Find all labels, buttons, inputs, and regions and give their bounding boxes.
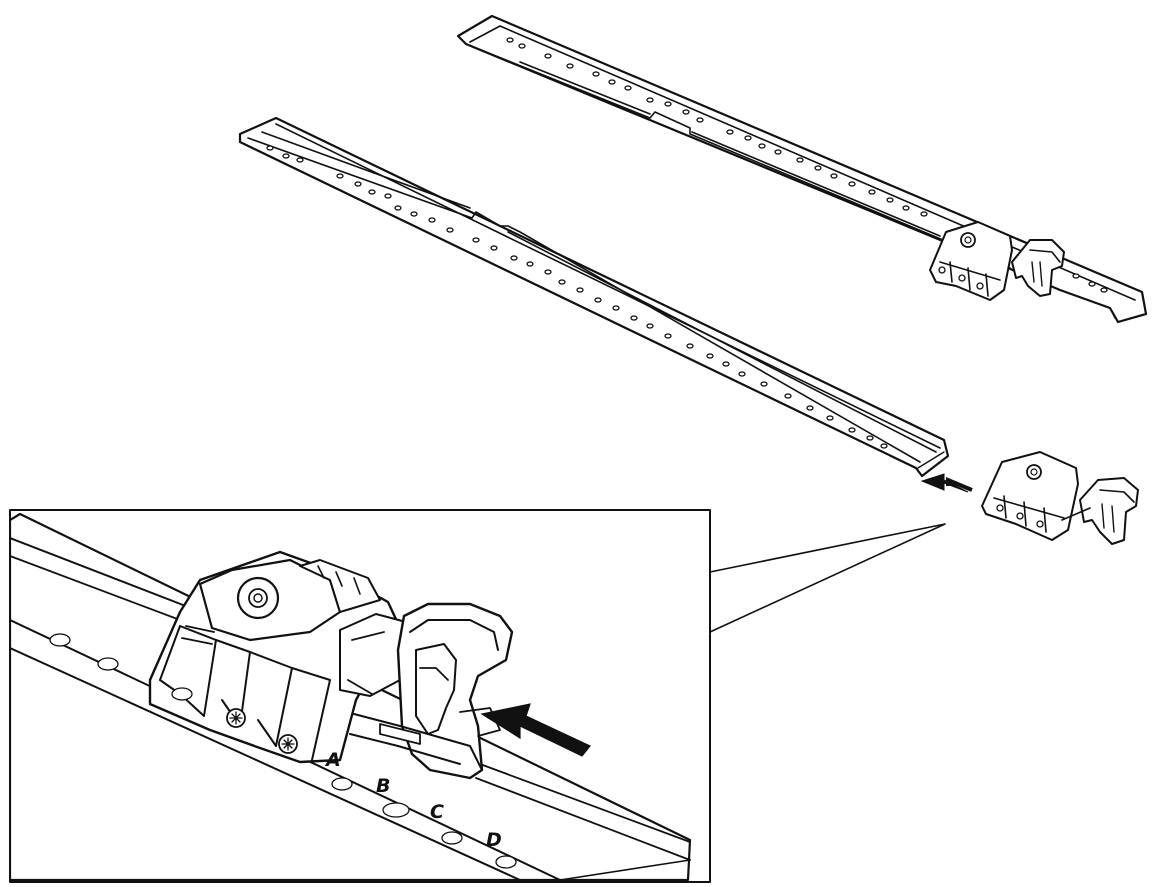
front-rail-holes [266,145,888,449]
insertion-arrow [920,473,973,493]
detail-insertion-arrow [480,703,591,757]
front-rail [238,116,950,478]
position-label-a: A [324,749,341,771]
detail-rail-holes [49,633,517,869]
position-labels: A B C D [324,749,502,851]
back-rail-holes [506,37,1108,293]
back-rail-latch-bracket [929,221,1065,301]
back-rail [456,14,1148,324]
position-label-d: D [486,829,502,851]
position-label-b: B [376,775,390,797]
detail-inset: A B C D [9,509,711,883]
callout-lines [709,523,946,633]
detail-latch-bracket [148,550,514,780]
rail-latch-bracket [981,451,1139,545]
position-label-c: C [430,801,444,823]
